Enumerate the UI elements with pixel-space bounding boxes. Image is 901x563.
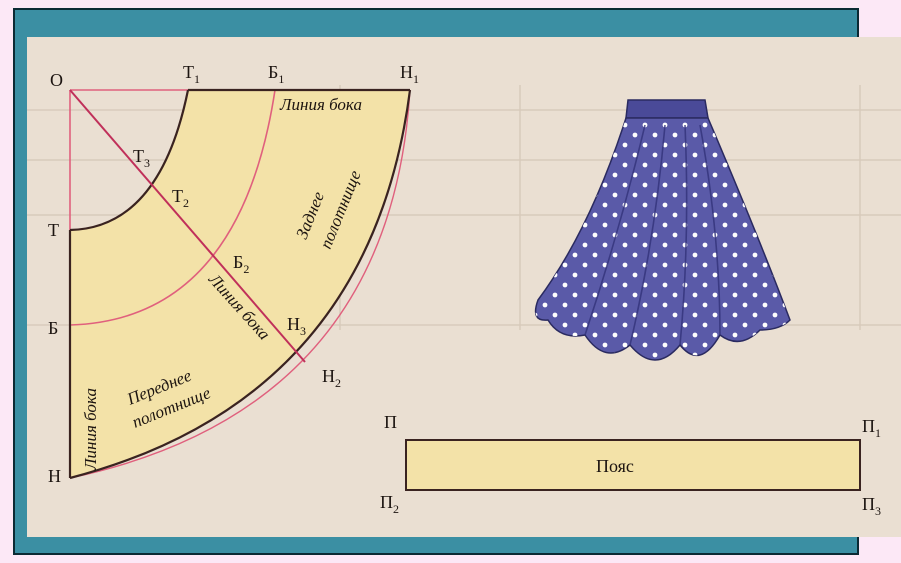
point-B1: Б1: [268, 62, 284, 86]
point-T2: Т2: [172, 186, 189, 210]
point-H: Н: [48, 466, 61, 486]
label-side-line-left: Линия бока: [81, 388, 100, 471]
point-labels: О Т1 Б1 Н1 Т3 Т2 Т Б2 Б Н3 Н2 Н: [48, 62, 419, 486]
waistband: Пояс П П1 П2 П3: [380, 412, 881, 518]
point-P: П: [384, 412, 397, 432]
point-B: Б: [48, 318, 58, 338]
skirt-illustration: [534, 99, 791, 361]
point-H1: Н1: [400, 62, 419, 86]
label-side-line-top: Линия бока: [279, 95, 362, 114]
point-B2: Б2: [233, 252, 249, 276]
point-H3: Н3: [287, 314, 306, 338]
point-P1: П1: [862, 416, 881, 440]
textbook-photo: О Т1 Б1 Н1 Т3 Т2 Т Б2 Б Н3 Н2 Н Линия бо…: [27, 37, 901, 537]
point-O: О: [50, 70, 63, 90]
point-H2: Н2: [322, 366, 341, 390]
point-P2: П2: [380, 492, 399, 516]
point-T: Т: [48, 220, 59, 240]
skirt-pattern-diagram: О Т1 Б1 Н1 Т3 Т2 Т Б2 Б Н3 Н2 Н Линия бо…: [27, 62, 901, 518]
label-waistband: Пояс: [596, 456, 634, 476]
point-T3: Т3: [133, 146, 150, 170]
construction-lines: [69, 89, 411, 479]
point-T1: Т1: [183, 62, 200, 86]
diagonal-side-line: [69, 89, 306, 363]
pattern-outline: [68, 88, 412, 480]
point-P3: П3: [862, 494, 881, 518]
